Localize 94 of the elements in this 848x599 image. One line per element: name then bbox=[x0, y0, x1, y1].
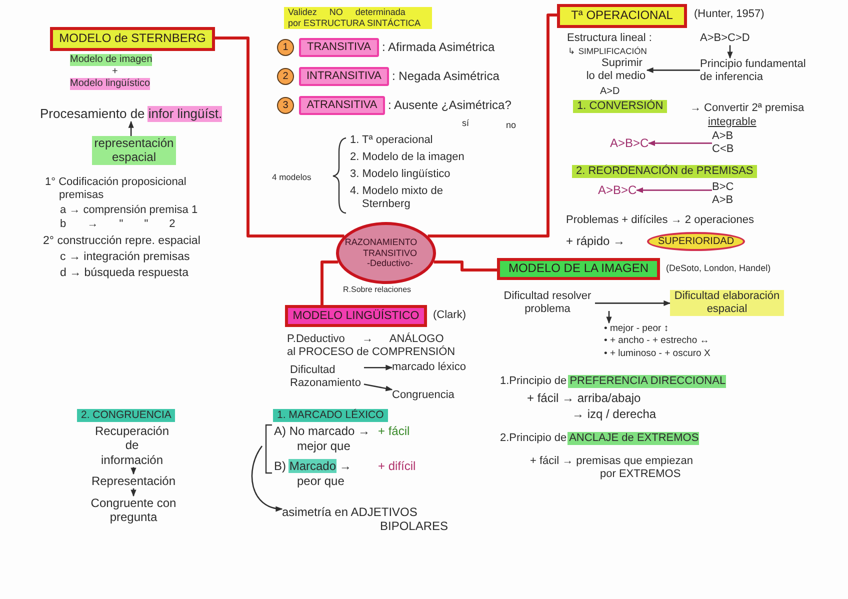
arrow bbox=[727, 45, 733, 59]
highlighted-text: Modelo lingüístico bbox=[70, 78, 150, 90]
note-text: Procesamiento de infor lingüíst. bbox=[40, 106, 222, 122]
beside-note: : Negada Asimétrica bbox=[392, 69, 500, 84]
note-text: A>B>C>D bbox=[700, 32, 750, 46]
note-text: Representación bbox=[86, 474, 181, 488]
note-text: Dificultad elaboración espacial bbox=[670, 290, 784, 316]
note-text: A>B C<B bbox=[712, 130, 744, 156]
note-text: Dificultad Razonamiento bbox=[290, 364, 364, 390]
note-text: A>B>C bbox=[610, 136, 649, 150]
highlighted-text: Validez NO determinada por ESTRUCTURA SINTÁCTICA bbox=[284, 7, 432, 29]
connector-line bbox=[428, 14, 557, 238]
term-box: TRANSITIVA bbox=[299, 38, 379, 57]
note-text: Principio fundamental de inferencia bbox=[700, 58, 812, 84]
circled-word: SUPERIORIDAD bbox=[647, 232, 745, 251]
section-title-box: MODELO de STERNBERG bbox=[50, 27, 215, 51]
highlighted-text: 2. CONGRUENCIA bbox=[77, 409, 176, 422]
note-text: A) No marcado → bbox=[274, 424, 370, 438]
term-box: ATRANSITIVA bbox=[299, 96, 385, 115]
note-text: A>B>C bbox=[598, 183, 637, 198]
note-text: Suprimir lo del medio bbox=[585, 57, 647, 84]
highlighted-text: 1. CONVERSIÓN bbox=[573, 100, 668, 114]
note-text: no bbox=[506, 120, 516, 131]
note-text: Estructura lineal : bbox=[567, 32, 652, 46]
connector-line bbox=[215, 36, 344, 238]
note-text: + fácil → arriba/abajo bbox=[527, 391, 641, 406]
section-title-box: MODELO DE LA IMAGEN bbox=[497, 258, 660, 280]
note-text: 4. Modelo mixto de Sternberg bbox=[350, 185, 444, 212]
beside-note: : Afirmada Asimétrica bbox=[382, 40, 495, 54]
note-text: b → " " 2 bbox=[60, 218, 176, 232]
term-box: INTRANSITIVA bbox=[299, 67, 389, 86]
connector-line bbox=[434, 260, 497, 272]
highlighted-text: 2. REORDENACIÓN de PREMISAS bbox=[572, 165, 758, 178]
note-text: 1. Tª operacional bbox=[350, 134, 433, 148]
bullet-item: • mejor - peor ↕ bbox=[604, 323, 670, 336]
beside-note: (DeSoto, London, Handel) bbox=[666, 263, 771, 274]
beside-note: R.Sobre relaciones bbox=[343, 285, 412, 295]
note-text: 2. Modelo de la imagen bbox=[350, 151, 464, 164]
note-text: + fácil bbox=[378, 424, 410, 438]
note-text: 3. Modelo lingüístico bbox=[350, 168, 450, 182]
note-text: → Convertir 2ª premisa bbox=[690, 102, 804, 116]
note-text: 4 modelos bbox=[272, 172, 312, 182]
highlighted-text: Modelo de imagen bbox=[70, 54, 152, 66]
arrow bbox=[648, 140, 712, 146]
arrow bbox=[251, 446, 283, 512]
note-text: A>D bbox=[600, 86, 620, 98]
beside-note: : Ausente ¿Asimétrica? bbox=[388, 98, 512, 112]
note-text: marcado léxico bbox=[392, 361, 466, 374]
note-text: integrable bbox=[708, 116, 756, 130]
highlighted-text: 2.Principio de ANCLAJE de EXTREMOS bbox=[500, 432, 699, 446]
note-text: + rápido → bbox=[566, 234, 626, 248]
highlighted-text: 1.Principio de PREFERENCIA DIRECCIONAL bbox=[500, 375, 726, 388]
bullet-item: • + ancho - + estrecho ↔ bbox=[604, 335, 710, 348]
note-text: Congruente con pregunta bbox=[86, 496, 181, 525]
arrow bbox=[128, 120, 134, 136]
bullet-item: • + luminoso - + oscuro X bbox=[604, 348, 710, 360]
note-text: c → integración premisas bbox=[60, 251, 190, 265]
highlighted-text: B) Marcado → bbox=[274, 459, 352, 474]
note-text: peor que bbox=[297, 474, 344, 488]
note-text: d → búsqueda respuesta bbox=[60, 267, 189, 281]
section-title-box: Tª OPERACIONAL bbox=[557, 4, 687, 28]
arrow bbox=[130, 488, 136, 497]
beside-note: (Hunter, 1957) bbox=[694, 8, 764, 22]
numbered-circle: 3 bbox=[277, 97, 294, 114]
note-text: sí bbox=[462, 118, 470, 129]
note-text: representación espacial bbox=[92, 136, 176, 165]
arrow bbox=[646, 67, 700, 73]
note-text: → izq / derecha bbox=[572, 407, 656, 422]
note-text: a → comprensión premisa 1 bbox=[60, 204, 198, 218]
note-text: + fácil → premisas que empiezan por EXTREMOS bbox=[530, 455, 694, 482]
central-topic-ellipse: RAZONAMIENTO TRANSITIVO -Deductivo- bbox=[336, 222, 436, 284]
numbered-circle: 2 bbox=[277, 68, 294, 85]
highlighted-text: 1. MARCADO LÉXICO bbox=[273, 409, 388, 422]
connector-line bbox=[320, 260, 338, 305]
note-text: B>C A>B bbox=[712, 181, 744, 208]
section-title-box: MODELO LINGÜÍSTICO bbox=[285, 305, 427, 327]
numbered-circle: 1 bbox=[277, 39, 294, 56]
note-text: asimetría en ADJETIVOS BIPOLARES bbox=[282, 505, 452, 534]
note-text: Recuperación de información bbox=[94, 424, 170, 468]
note-text: Congruencia bbox=[392, 389, 454, 402]
note-text: Dificultad resolver problema bbox=[500, 290, 595, 316]
arrow bbox=[364, 384, 393, 392]
note-text: 2° construcción repre. espacial bbox=[43, 235, 200, 249]
arrow bbox=[606, 311, 612, 324]
arrow bbox=[130, 467, 136, 475]
note-text: + difícil bbox=[378, 459, 416, 474]
arrow bbox=[636, 187, 712, 193]
note-text: Problemas + difíciles → 2 operaciones bbox=[566, 214, 754, 228]
note-text: + bbox=[112, 66, 118, 78]
note-text: ↳ SIMPLIFICACIÓN bbox=[568, 46, 647, 56]
note-text: mejor que bbox=[297, 439, 350, 454]
arrow bbox=[595, 300, 671, 306]
beside-note: (Clark) bbox=[433, 309, 466, 322]
arrow bbox=[364, 364, 393, 370]
